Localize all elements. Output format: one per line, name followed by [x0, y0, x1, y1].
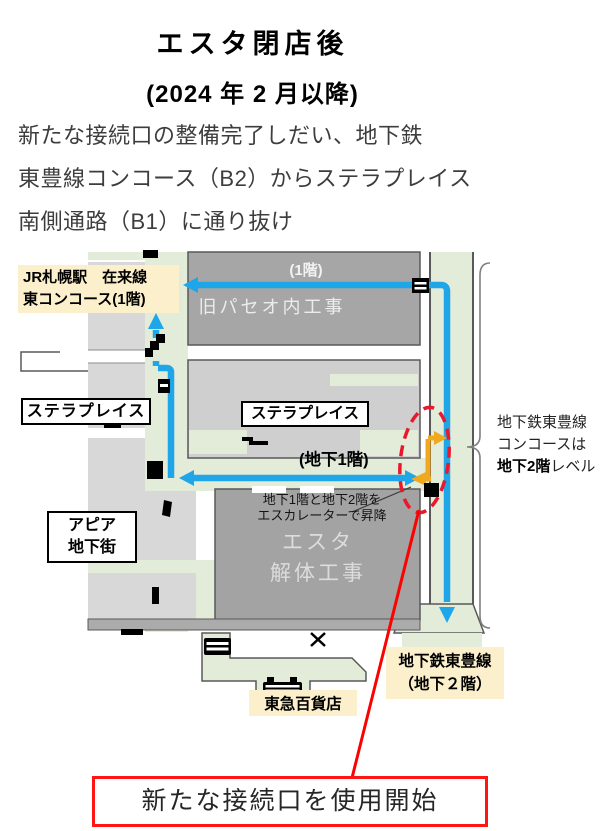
callout-leader-line: [350, 509, 421, 779]
label-floor-1: (1階): [289, 262, 323, 279]
closed-passage-x-mark: [310, 632, 326, 647]
new-connection-callout: 新たな接続口を使用開始: [92, 776, 488, 827]
title-line-2: (2024 年 2 月以降): [146, 81, 359, 108]
stairs-icon: [104, 423, 121, 428]
escalator-note: 地下1階と地下2階を エスカレーターで昇降: [243, 492, 401, 524]
b2-level-note: 地下鉄東豊線 コンコースは 地下2階レベル: [497, 412, 616, 478]
jr-label-line-1: JR札幌駅 在来線: [23, 269, 148, 286]
stairs-icon: [121, 629, 143, 635]
b2-note-line-3: 地下2階レベル: [497, 456, 616, 478]
esta-label-line-2: 解体工事: [270, 562, 366, 585]
intro-line-1: 新たな接続口の整備完了しだい、地下鉄: [18, 123, 424, 148]
label-esta-demolition: エスタ 解体工事: [253, 527, 383, 589]
stairs-icon: [158, 379, 170, 393]
label-toho-line: 地下鉄東豊線 （地下２階）: [386, 647, 504, 699]
stairs-icon: [249, 441, 268, 445]
map-buildings: [87, 251, 474, 631]
stairs-icon: [242, 437, 253, 441]
intro-line-3: 南側通路（B1）に通り抜け: [18, 209, 294, 234]
label-stellar-place-west: ステラプレイス: [21, 398, 151, 425]
escalator-note-line-1: 地下1階と地下2階を: [262, 492, 382, 507]
toho-label-line-2: （地下２階）: [398, 676, 492, 693]
page-title: エスタ閉店後 (2024 年 2 月以降): [0, 22, 505, 109]
label-basement-1: (地下1階): [299, 451, 369, 469]
building-paseo: [187, 251, 421, 346]
label-apia-underground: アピア 地下街: [47, 511, 137, 563]
route-blue-arrowheads: [148, 277, 455, 623]
escalator-icon-top-junction: [412, 278, 429, 293]
stairs-icon: [143, 250, 158, 258]
b2-note-rest: レベル: [550, 458, 596, 475]
stairs-icon: [152, 587, 159, 604]
escalator-link-orange: [411, 431, 447, 497]
label-jr-sapporo-station: JR札幌駅 在来線 東コンコース(1階): [18, 265, 179, 313]
b2-note-bold: 地下2階: [497, 458, 551, 475]
jr-label-line-2: 東コンコース(1階): [23, 291, 146, 308]
intro-text: 新たな接続口の整備完了しだい、地下鉄 東豊線コンコース（B2）からステラプレイス…: [18, 114, 608, 243]
title-line-1: エスタ閉店後: [156, 29, 349, 59]
toho-label-line-1: 地下鉄東豊線: [398, 653, 492, 670]
route-blue-lines: [152, 281, 451, 602]
label-tokyu-department-store: 東急百貨店: [249, 690, 357, 716]
escalator-note-line-2: エスカレーターで昇降: [257, 508, 387, 523]
esta-label-line-1: エスタ: [282, 531, 354, 554]
label-paseo-construction: 旧パセオ内工事: [198, 297, 346, 317]
stairs-icon: [162, 500, 172, 517]
label-stellar-place-center: ステラプレイス: [241, 401, 369, 427]
apia-label-line-1: アピア: [67, 517, 116, 534]
b2-note-brace: [466, 262, 491, 629]
b2-note-line-1: 地下鉄東豊線: [497, 414, 588, 431]
apia-label-line-2: 地下街: [67, 539, 116, 556]
south-wall: [87, 618, 421, 631]
intro-line-2: 東豊線コンコース（B2）からステラプレイス: [18, 166, 472, 191]
stairs-icon: [145, 334, 165, 357]
escalator-icon-south-1: [204, 638, 231, 655]
stairs-icon: [147, 461, 163, 479]
b2-note-line-2: コンコースは: [497, 436, 587, 453]
